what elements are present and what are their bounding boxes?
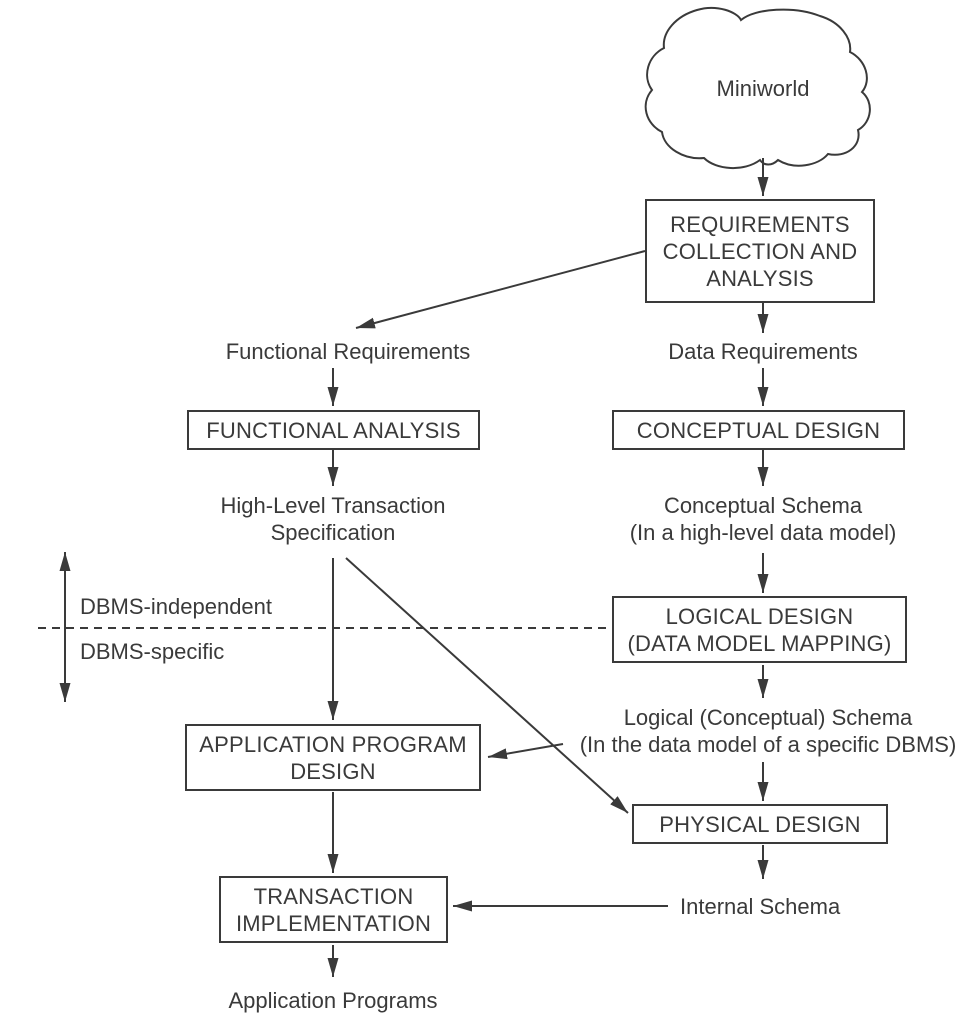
conceptual-design-line1: CONCEPTUAL DESIGN bbox=[636, 417, 881, 443]
arrow-requirements-to-functional-requirements bbox=[355, 250, 646, 329]
conceptual-schema-line2: (In a high-level data model) bbox=[629, 520, 897, 545]
data-requirements-label: Data Requirements bbox=[668, 339, 858, 364]
arrow-logical-schema-to-application-program-design bbox=[487, 743, 564, 760]
conceptual-schema-line1: Conceptual Schema bbox=[663, 493, 863, 518]
transaction-implementation-line2: IMPLEMENTATION bbox=[235, 910, 432, 936]
logical-schema-label: Logical (Conceptual) Schema (In the data… bbox=[580, 704, 957, 758]
functional-analysis-line1: FUNCTIONAL ANALYSIS bbox=[206, 417, 461, 443]
requirements-collection-line1: REQUIREMENTS bbox=[670, 211, 850, 237]
application-program-design-box: APPLICATION PROGRAM DESIGN bbox=[185, 724, 481, 791]
high-level-transaction-line2: Specification bbox=[270, 520, 396, 545]
high-level-transaction-line1: High-Level Transaction bbox=[220, 493, 446, 518]
conceptual-design-box: CONCEPTUAL DESIGN bbox=[612, 410, 905, 450]
dbms-specific-label: DBMS-specific bbox=[80, 639, 225, 664]
transaction-implementation-line1: TRANSACTION bbox=[253, 883, 414, 909]
functional-requirements-label: Functional Requirements bbox=[225, 339, 471, 364]
logical-schema-line1: Logical (Conceptual) Schema bbox=[623, 705, 913, 730]
conceptual-schema-label: Conceptual Schema (In a high-level data … bbox=[630, 492, 897, 546]
miniworld-cloud-shape bbox=[644, 6, 871, 170]
miniworld-label: Miniworld bbox=[717, 75, 810, 102]
requirements-collection-box: REQUIREMENTS COLLECTION AND ANALYSIS bbox=[645, 199, 875, 303]
miniworld-text: Miniworld bbox=[716, 76, 810, 101]
requirements-collection-line2: COLLECTION AND bbox=[662, 238, 858, 264]
arrow-transaction-spec-to-physical-design bbox=[345, 557, 629, 814]
logical-design-box: LOGICAL DESIGN (DATA MODEL MAPPING) bbox=[612, 596, 907, 663]
application-program-design-line2: DESIGN bbox=[290, 758, 376, 784]
high-level-transaction-label: High-Level Transaction Specification bbox=[220, 492, 445, 546]
application-programs-label: Application Programs bbox=[228, 988, 438, 1013]
logical-design-line1: LOGICAL DESIGN bbox=[665, 603, 854, 629]
logical-design-line2: (DATA MODEL MAPPING) bbox=[627, 630, 892, 656]
internal-schema-label: Internal Schema bbox=[680, 894, 841, 919]
dbms-independent-label: DBMS-independent bbox=[80, 594, 273, 619]
functional-analysis-box: FUNCTIONAL ANALYSIS bbox=[187, 410, 480, 450]
logical-schema-line2: (In the data model of a specific DBMS) bbox=[579, 732, 957, 757]
physical-design-box: PHYSICAL DESIGN bbox=[632, 804, 888, 844]
physical-design-line1: PHYSICAL DESIGN bbox=[659, 811, 861, 837]
requirements-collection-line3: ANALYSIS bbox=[706, 265, 814, 291]
transaction-implementation-box: TRANSACTION IMPLEMENTATION bbox=[219, 876, 448, 943]
application-program-design-line1: APPLICATION PROGRAM bbox=[199, 731, 467, 757]
